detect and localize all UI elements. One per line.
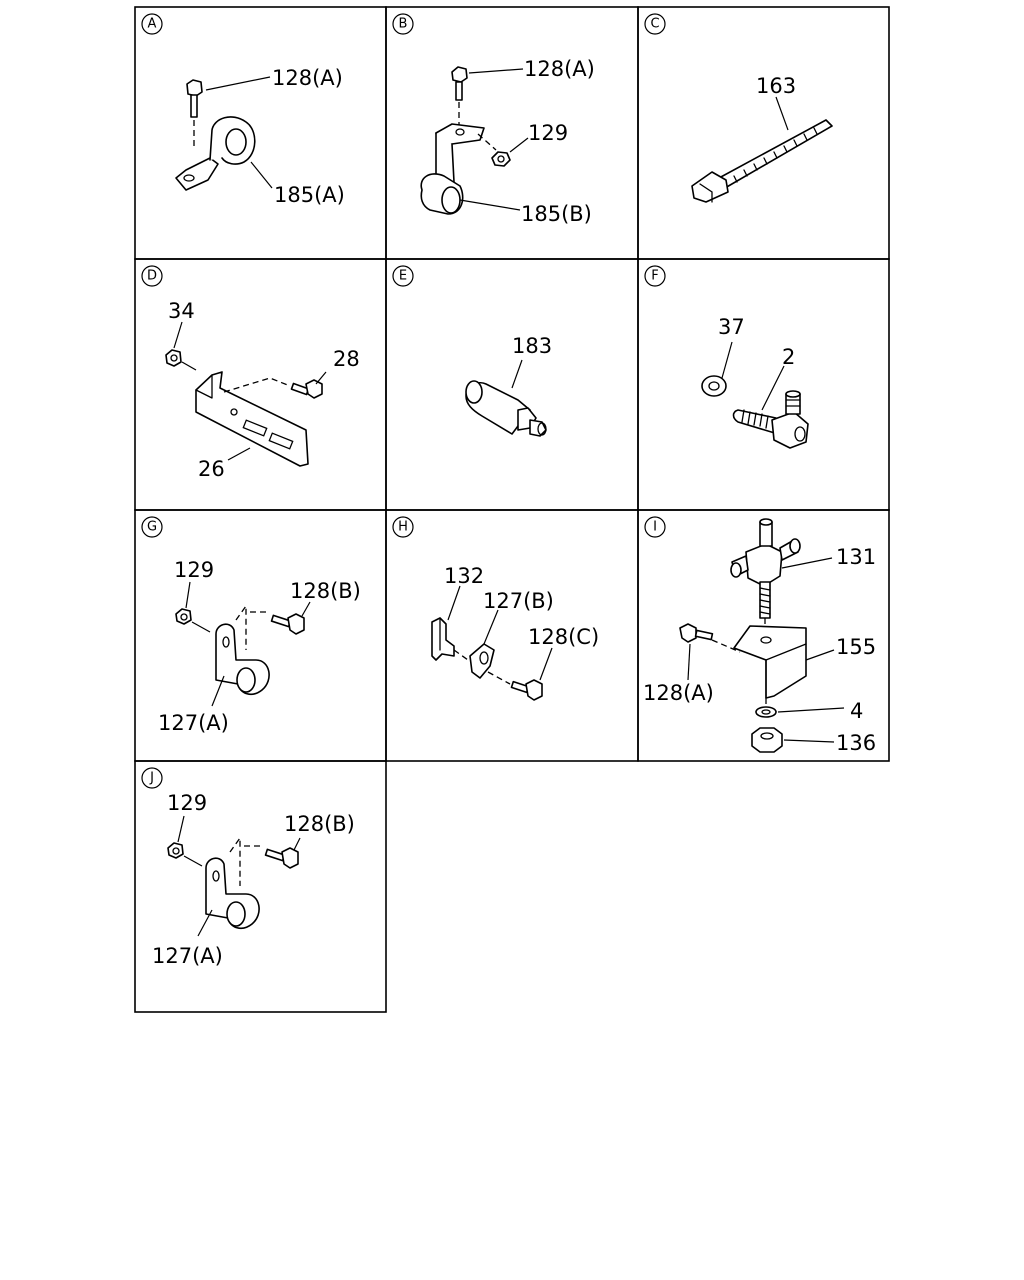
fitting [465,380,547,437]
bracket-155 [733,625,807,699]
panel-G-drawing: 129 128(B) 127(A) [158,558,361,735]
label-127A: 127(A) [152,944,223,968]
label-2: 2 [782,345,795,369]
panel-D-drawing: 34 28 26 [165,299,360,481]
bolt [264,847,299,869]
panel-A-drawing: 128(A) 185(A) [175,66,345,207]
panel-A-frame [134,6,387,260]
svg-text:I: I [653,520,657,535]
panel-I-drawing: 131 155 128(A) 4 136 [643,518,876,755]
panel-D-frame [134,258,387,511]
label-34: 34 [168,299,195,323]
label-129: 129 [174,558,214,582]
bolt [186,79,203,118]
elbow-fitting [732,390,809,449]
bolt [679,623,714,643]
label-129: 129 [167,791,207,815]
panel-F-frame [637,258,890,511]
label-185A: 185(A) [274,183,345,207]
retainer [431,617,455,661]
washer [755,706,777,718]
label-4: 4 [850,699,863,723]
panel-B-drawing: 128(A) 129 185(B) [420,57,595,226]
svg-text:H: H [398,520,408,535]
bolt [270,613,305,635]
panel-H-frame [385,509,639,762]
label-28: 28 [333,347,360,371]
panel-G-badge: G [141,516,163,538]
label-163: 163 [756,74,796,98]
label-127B: 127(B) [483,589,554,613]
label-128A: 128(A) [643,681,714,705]
label-128A: 128(A) [272,66,343,90]
svg-text:J: J [149,771,154,786]
label-183: 183 [512,334,552,358]
panel-B-frame [385,6,639,260]
panel-E-badge: E [392,265,414,287]
panel-F-drawing: 37 2 [701,315,809,449]
label-132: 132 [444,564,484,588]
nut [491,151,511,167]
label-131: 131 [836,545,876,569]
panel-J-badge: J [141,767,163,789]
panel-E-drawing: 183 [465,334,552,437]
bolt [510,679,543,701]
panel-I-frame [637,509,890,762]
panel-E-frame [385,258,639,511]
panel-H-drawing: 132 127(B) 128(C) [431,564,599,701]
panel-C-badge: C [644,13,666,35]
label-129: 129 [528,121,568,145]
label-37: 37 [718,315,745,339]
clip [215,623,270,696]
label-155: 155 [836,635,876,659]
nut [167,842,184,859]
bolt [451,66,468,101]
label-26: 26 [198,457,225,481]
bracket [195,371,309,467]
panel-J-frame [134,760,387,1013]
panel-F-badge: F [644,265,666,287]
panel-I-badge: I [644,516,666,538]
label-128C: 128(C) [528,625,599,649]
label-128B: 128(B) [284,812,355,836]
panel-J-drawing: 129 128(B) 127(A) [152,791,355,968]
nut [701,375,727,397]
panel-C-drawing: 163 [691,74,833,203]
label-185B: 185(B) [521,202,592,226]
cable-tie [691,119,833,203]
nut [165,349,182,367]
panel-B-badge: B [392,13,414,35]
panel-H-badge: H [392,516,414,538]
clip [205,857,260,930]
nut [175,608,192,625]
svg-text:A: A [148,17,157,32]
label-128A: 128(A) [524,57,595,81]
label-136: 136 [836,731,876,755]
nut-136 [751,727,783,753]
svg-text:E: E [399,269,407,284]
bracket [420,123,485,215]
panel-D-badge: D [141,265,163,287]
svg-text:C: C [650,17,659,32]
clip [175,116,256,191]
bolt [290,379,323,399]
svg-text:B: B [399,17,408,32]
label-128B: 128(B) [290,579,361,603]
svg-text:F: F [651,269,658,284]
panel-A-badge: A [141,13,163,35]
label-127A: 127(A) [158,711,229,735]
svg-text:D: D [147,269,157,284]
svg-text:G: G [147,520,157,535]
panel-C-frame [637,6,890,260]
cross-fitting [730,518,801,619]
